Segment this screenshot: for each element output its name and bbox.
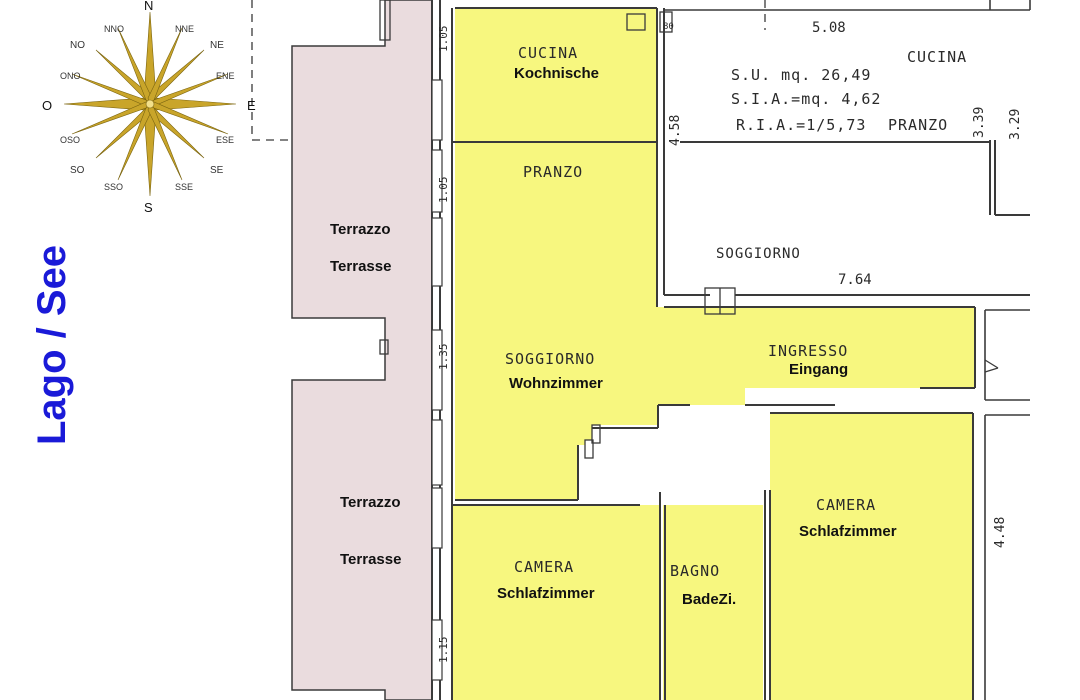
terrace-2-de: Terrasse [340, 551, 402, 568]
compass-no-label: NO [70, 40, 85, 51]
room-camera-left-it: CAMERA [514, 558, 575, 576]
compass-ne-label: NE [210, 40, 224, 51]
compass-sse-label: SSE [175, 182, 194, 192]
dim-small-80: 80 [663, 22, 674, 32]
dim-window-2: 1.05 [437, 176, 450, 204]
compass-nno-label: NNO [104, 24, 124, 34]
neighbor-sia-label: S.I.A.=mq. 4,62 [731, 90, 882, 108]
compass-sso-label: SSO [104, 182, 124, 192]
fixtures [379, 0, 999, 459]
compass-ese-label: ESE [216, 135, 235, 145]
room-bagno-it: BAGNO [670, 562, 721, 580]
neighbor-walls [664, 0, 1031, 700]
room-camera-right-it: CAMERA [816, 496, 877, 514]
compass-s-label: S [144, 200, 153, 215]
compass-n-label: N [144, 0, 154, 13]
dashed-outline [251, 0, 766, 141]
neighbor-cucina-label: CUCINA [907, 48, 968, 66]
compass-ono-label: ONO [60, 71, 81, 81]
compass-rose [63, 11, 237, 197]
compass-nne-label: NNE [175, 24, 195, 34]
dim-window-4: 1.15 [437, 636, 450, 664]
room-camera-left-de: Schlafzimmer [497, 585, 595, 602]
apartment-area [455, 8, 975, 500]
bagno-area [663, 505, 763, 700]
room-camera-right-de: Schlafzimmer [799, 523, 897, 540]
terrace-2-it: Terrazzo [340, 494, 401, 511]
dim-window-3: 1.35 [437, 343, 450, 371]
dim-h-329: 3.29 [1008, 108, 1023, 140]
compass-e-label: E [247, 98, 256, 113]
lake-label: Lago / See [30, 244, 74, 445]
room-cucina-it: CUCINA [518, 44, 579, 62]
west-windows [431, 79, 443, 681]
dim-soggiorno-width: 7.64 [838, 272, 872, 288]
interior-walls [452, 7, 1030, 700]
room-bagno-de: BadeZi. [682, 591, 737, 608]
room-soggiorno-de: Wohnzimmer [509, 375, 603, 392]
room-soggiorno-it: SOGGIORNO [505, 350, 596, 368]
terrace-1-de: Terrasse [330, 258, 392, 275]
room-cucina-de: Kochnische [514, 65, 600, 82]
room-ingresso-it: INGRESSO [768, 342, 849, 360]
neighbor-ria-label: R.I.A.=1/5,73 [736, 116, 867, 134]
terrace-area [291, 0, 433, 700]
room-ingresso-de: Eingang [789, 361, 849, 378]
dim-h-339: 3.39 [972, 106, 987, 138]
dim-h-448: 4.48 [993, 516, 1008, 548]
terrace-1-it: Terrazzo [330, 221, 391, 238]
compass-oso-label: OSO [60, 135, 81, 145]
room-pranzo-it: PRANZO [523, 163, 584, 181]
neighbor-soggiorno-label: SOGGIORNO [716, 246, 801, 262]
compass-ene-label: ENE [216, 71, 235, 81]
compass-so-label: SO [70, 165, 85, 176]
camera-right-area [770, 413, 973, 700]
dim-h-458: 4.58 [668, 114, 683, 146]
compass-o-label: O [42, 98, 53, 113]
neighbor-pranzo-label: PRANZO [888, 116, 949, 134]
compass-se-label: SE [210, 165, 224, 176]
dim-window-1: 1.05 [437, 25, 450, 53]
camera-left-area [452, 505, 660, 700]
dim-top-width: 5.08 [812, 20, 846, 36]
neighbor-su-label: S.U. mq. 26,49 [731, 66, 872, 84]
